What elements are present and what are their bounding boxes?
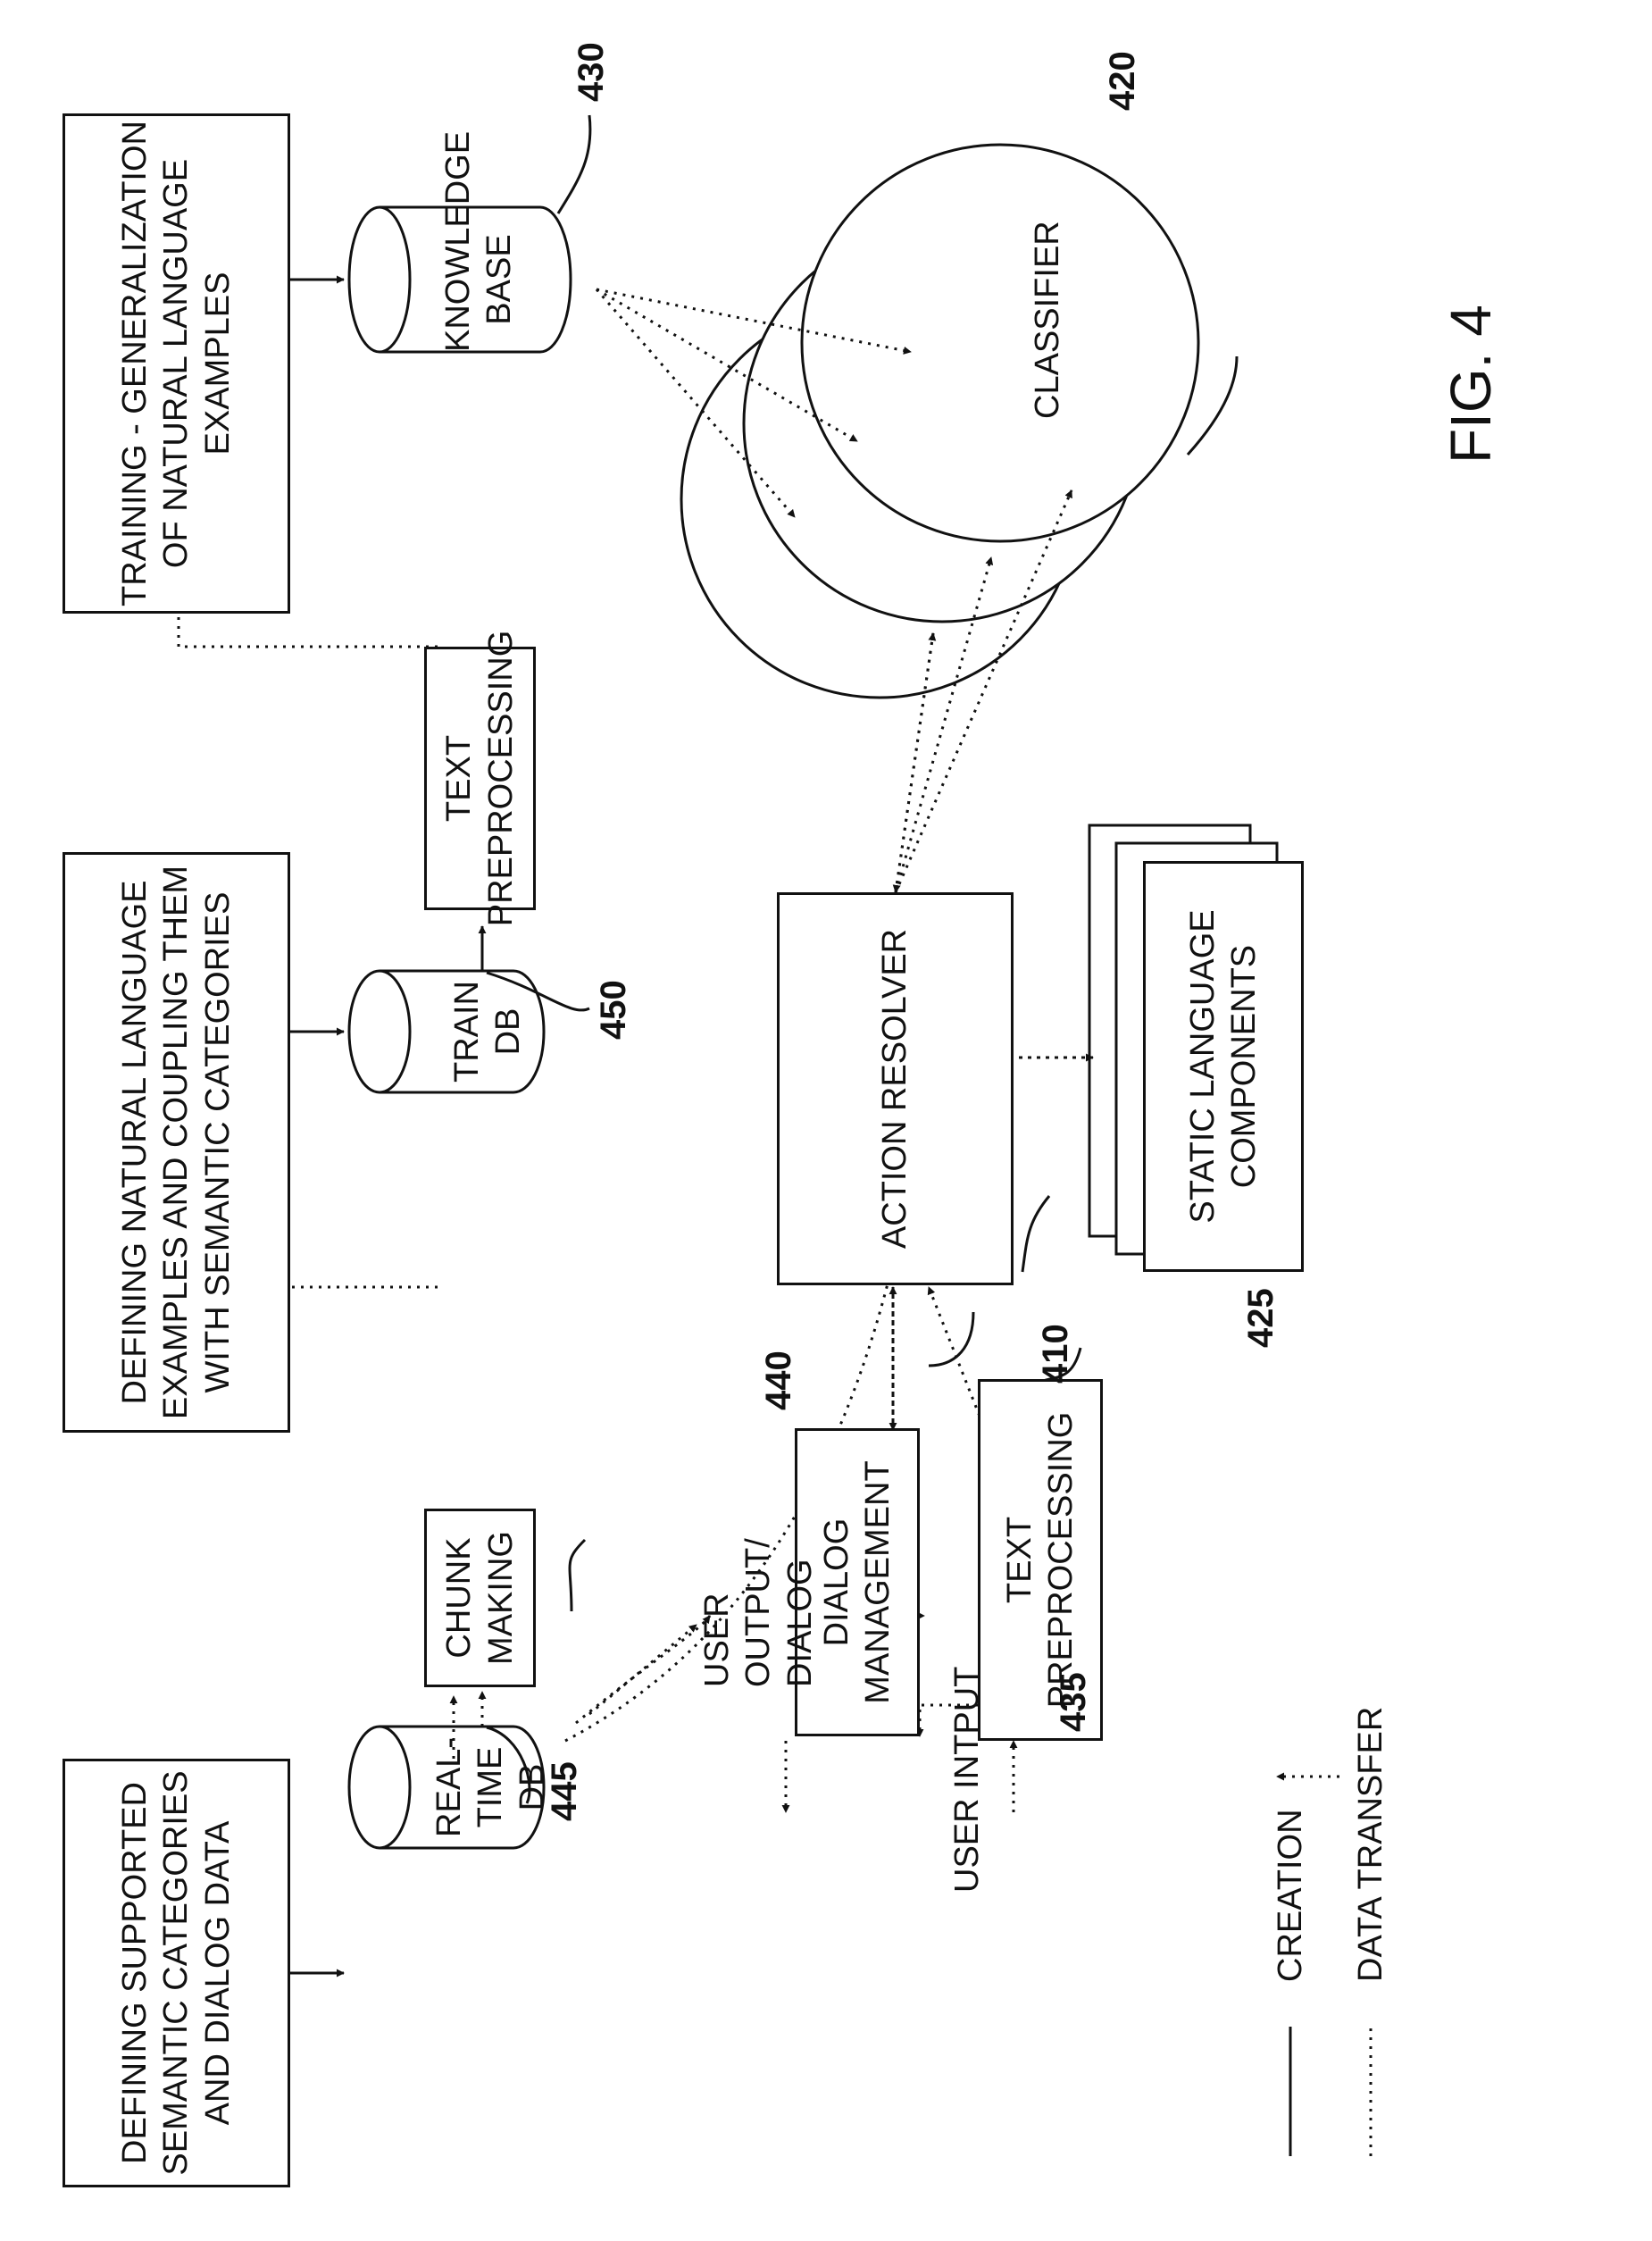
ref-440: 440 (759, 1350, 799, 1410)
training-box: TRAINING - GENERALIZATION OF NATURAL LAN… (63, 113, 290, 614)
static-language-components-box: STATIC LANGUAGE COMPONENTS (1143, 861, 1304, 1272)
chunk-making-box: CHUNK MAKING (424, 1509, 536, 1687)
text-preprocessing-top-box: TEXT PREPROCESSING (424, 647, 536, 910)
ref-420: 420 (1103, 51, 1143, 111)
figure-label: FIG. 4 (1438, 305, 1504, 464)
legend-data-transfer-label: DATA TRANSFER (1350, 1707, 1391, 1982)
knowledge-base-label: KNOWLEDGE BASE (438, 207, 521, 352)
legend-creation-label: CREATION (1270, 1809, 1311, 1982)
ref-410: 410 (1036, 1324, 1076, 1384)
realtime-db-label: REAL-TIME DB (429, 1727, 553, 1848)
legend-lines (1290, 2027, 1371, 2156)
ref-450: 450 (594, 980, 634, 1040)
define-examples-box: DEFINING NATURAL LANGUAGE EXAMPLES AND C… (63, 852, 290, 1433)
ref-430: 430 (572, 42, 612, 102)
ref-425: 425 (1241, 1288, 1281, 1348)
user-input-label: USER INTPUT (947, 1660, 988, 1893)
ref-435: 435 (1054, 1672, 1094, 1732)
action-resolver-box: ACTION RESOLVER (777, 892, 1014, 1285)
user-output-label: USER OUTPUT/ DIALOG (697, 1455, 821, 1687)
classifier-label: CLASSIFIER (1027, 267, 1068, 419)
ref-445: 445 (545, 1761, 585, 1821)
define-semantic-box: DEFINING SUPPORTED SEMANTIC CATEGORIES A… (63, 1759, 290, 2187)
train-db-label: TRAIN DB (446, 971, 530, 1092)
